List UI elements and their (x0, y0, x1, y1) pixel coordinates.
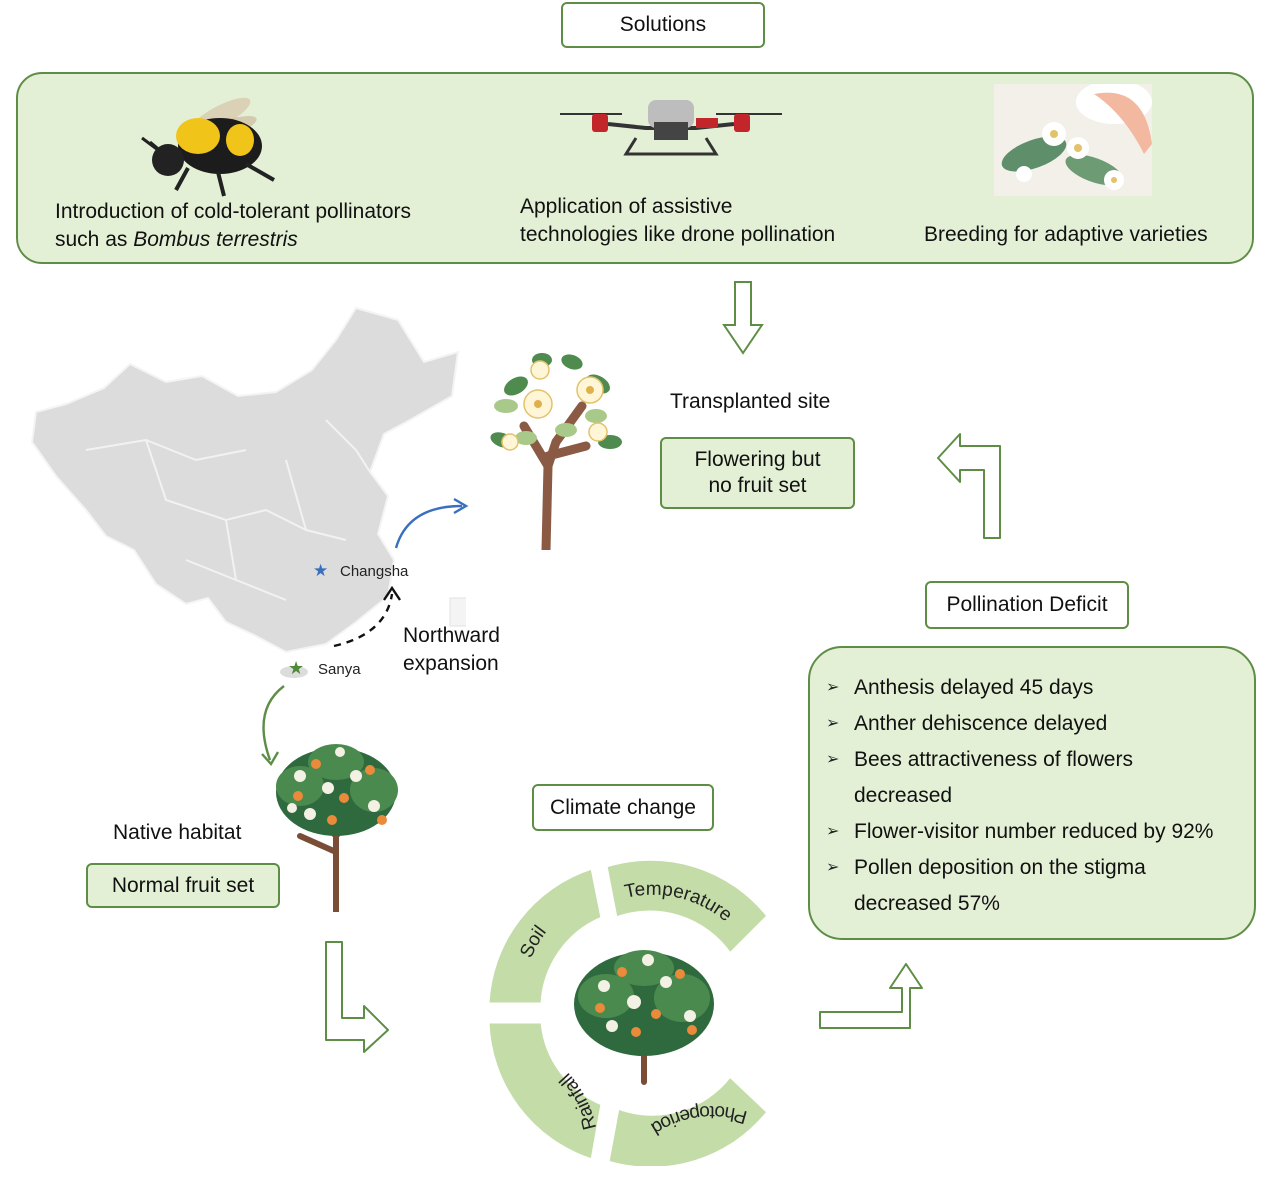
up-right-arrow-to-deficit (819, 963, 923, 1029)
blue-transplant-arrow (394, 497, 469, 549)
deficit-item: ➢Anther dehiscence delayed (826, 706, 1254, 742)
drone-illustration (560, 100, 782, 156)
down-arrow-from-solutions (722, 281, 764, 355)
transplanted-site-label: Transplanted site (670, 390, 831, 413)
deficit-panel: ➢Anthesis delayed 45 days ➢Anther dehisc… (808, 646, 1256, 940)
photoperiod-segment (606, 1073, 771, 1166)
northward-expansion-label: Northward expansion (403, 624, 500, 675)
arrow-bullet-icon: ➢ (826, 859, 840, 876)
down-right-arrow-to-climate (325, 941, 389, 1053)
deficit-item: ➢Bees attractiveness of flowers decrease… (826, 742, 1184, 814)
northward-dashed-arrow (333, 586, 401, 648)
center-tree-illustration (574, 950, 714, 1085)
solution-drone-text: Application of assistive technologies li… (520, 195, 836, 246)
solutions-title: Solutions (561, 2, 765, 48)
sanya-marker-icon: ★ (288, 658, 305, 678)
native-habitat-label: Native habitat (113, 821, 242, 844)
rainfall-segment (486, 1020, 604, 1162)
soil-segment (486, 866, 604, 1006)
china-map (30, 306, 466, 678)
deficit-item: ➢Pollen deposition on the stigma decreas… (826, 850, 1194, 922)
solutions-panel: Introduction of cold-tolerant pollinator… (16, 72, 1254, 264)
arrow-bullet-icon: ➢ (826, 715, 840, 732)
temperature-segment (604, 857, 771, 957)
deficit-item: ➢Flower-visitor number reduced by 92% (826, 814, 1254, 850)
pollination-deficit-title: Pollination Deficit (925, 581, 1129, 629)
arrow-bullet-icon: ➢ (826, 751, 840, 768)
arrow-bullet-icon: ➢ (826, 679, 840, 696)
climate-ring: Temperature Soil Rainfall Photoperiod (486, 857, 771, 1166)
native-status-box: Normal fruit set (86, 863, 280, 908)
transplanted-status-box: Flowering but no fruit set (660, 437, 855, 509)
deficit-list: ➢Anthesis delayed 45 days ➢Anther dehisc… (810, 648, 1254, 922)
bumblebee-illustration (141, 97, 275, 197)
changsha-label: Changsha (340, 563, 409, 580)
solution-breeding-text: Breeding for adaptive varieties (924, 223, 1208, 246)
flowers-photo (994, 84, 1152, 196)
solution-pollinators-text: Introduction of cold-tolerant pollinator… (55, 200, 412, 251)
flowering-tree-illustration (490, 353, 622, 550)
climate-change-title: Climate change (532, 784, 714, 831)
deficit-item: ➢Anthesis delayed 45 days (826, 670, 1254, 706)
sanya-label: Sanya (318, 661, 361, 678)
changsha-marker-icon: ★ (313, 561, 329, 580)
fruiting-tree-illustration (276, 744, 398, 912)
arrow-bullet-icon: ➢ (826, 823, 840, 840)
up-left-arrow-to-transplanted (937, 433, 1001, 539)
green-native-arrow (261, 685, 285, 767)
